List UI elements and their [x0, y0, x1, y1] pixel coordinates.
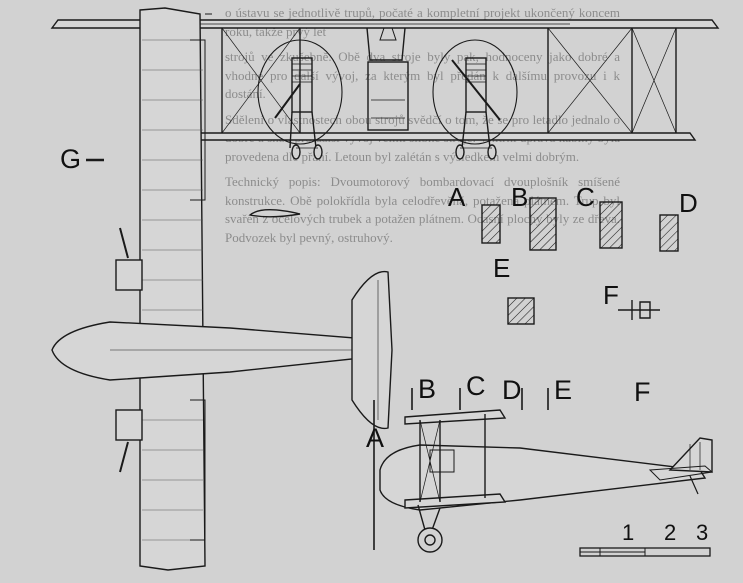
station-label-c: C [466, 371, 486, 401]
scale-bar [579, 547, 711, 557]
section-a-shape [481, 204, 501, 244]
cross-sections [481, 197, 679, 325]
side-view [373, 388, 714, 553]
section-d-shape [659, 214, 679, 252]
airfoil-section [248, 209, 301, 218]
section-b-shape [529, 197, 557, 251]
section-label-d: D [679, 188, 698, 218]
section-label-b: B [511, 182, 529, 212]
section-f-shape [618, 300, 660, 320]
article-paragraph: Technický popis: Dvoumotorový bombardova… [225, 174, 620, 245]
section-label-c: C [576, 182, 595, 212]
section-label-e: E [493, 253, 511, 283]
station-label-f: F [634, 377, 651, 407]
article-paragraph: strojů ve zkušebně. Obě dva stroje byly … [225, 49, 620, 101]
station-label-a: A [366, 423, 385, 453]
g-marker-label: G [60, 144, 82, 174]
station-label-d: D [502, 375, 522, 405]
scale-number-2: 2 [664, 520, 677, 545]
scale-number-1: 1 [622, 520, 635, 545]
station-label-b: B [418, 374, 437, 404]
plan-view [51, 7, 393, 571]
section-label-a: A [448, 182, 466, 212]
section-e-shape [507, 297, 535, 325]
station-label-e: E [554, 375, 573, 405]
scale-number-3: 3 [696, 520, 709, 545]
section-label-f: F [603, 280, 619, 310]
section-c-shape [599, 201, 623, 249]
